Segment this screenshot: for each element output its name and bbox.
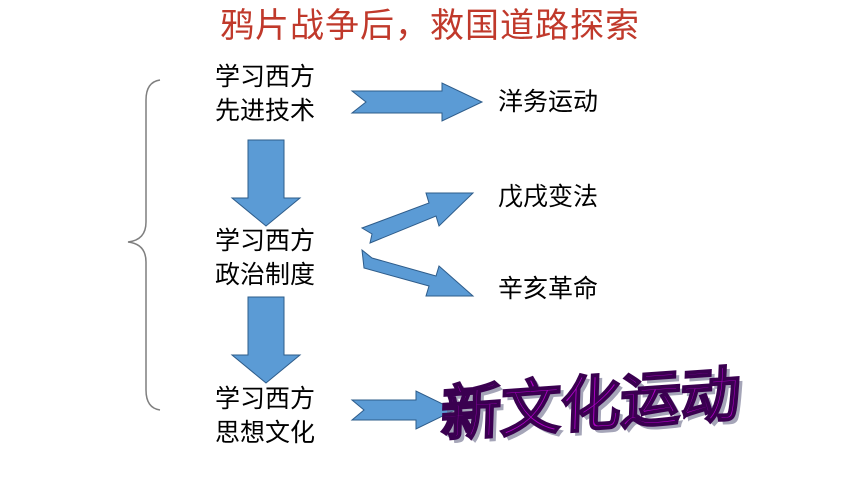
new-culture-wordart-text: 新文化运动 <box>440 359 742 450</box>
down-arrow-2 <box>230 296 302 384</box>
page-title: 鸦片战争后，救国道路探索 <box>220 6 640 46</box>
down-arrow-1 <box>230 139 302 227</box>
stage-technology: 学习西方 先进技术 <box>180 60 350 128</box>
stage-culture-line1: 学习西方 <box>214 384 315 413</box>
left-brace <box>127 79 161 411</box>
result-xinhai: 辛亥革命 <box>498 274 599 303</box>
stage-politics: 学习西方 政治制度 <box>180 224 350 292</box>
arrow-to-yangwu <box>350 82 484 122</box>
arrow-to-wuxu <box>360 192 475 244</box>
result-wuxu: 戊戌变法 <box>498 182 599 211</box>
arrow-to-xinhai <box>361 248 475 297</box>
arrow-to-new-culture <box>350 390 457 430</box>
stage-politics-line2: 政治制度 <box>214 260 315 289</box>
stage-culture: 学习西方 思想文化 <box>180 382 350 450</box>
new-culture-wordart: 新文化运动 新文化运动 <box>439 358 746 454</box>
stage-culture-line2: 思想文化 <box>214 418 315 447</box>
result-yangwu: 洋务运动 <box>498 87 599 116</box>
stage-technology-line2: 先进技术 <box>214 96 315 125</box>
stage-politics-line1: 学习西方 <box>214 226 315 255</box>
stage-technology-line1: 学习西方 <box>214 62 315 91</box>
